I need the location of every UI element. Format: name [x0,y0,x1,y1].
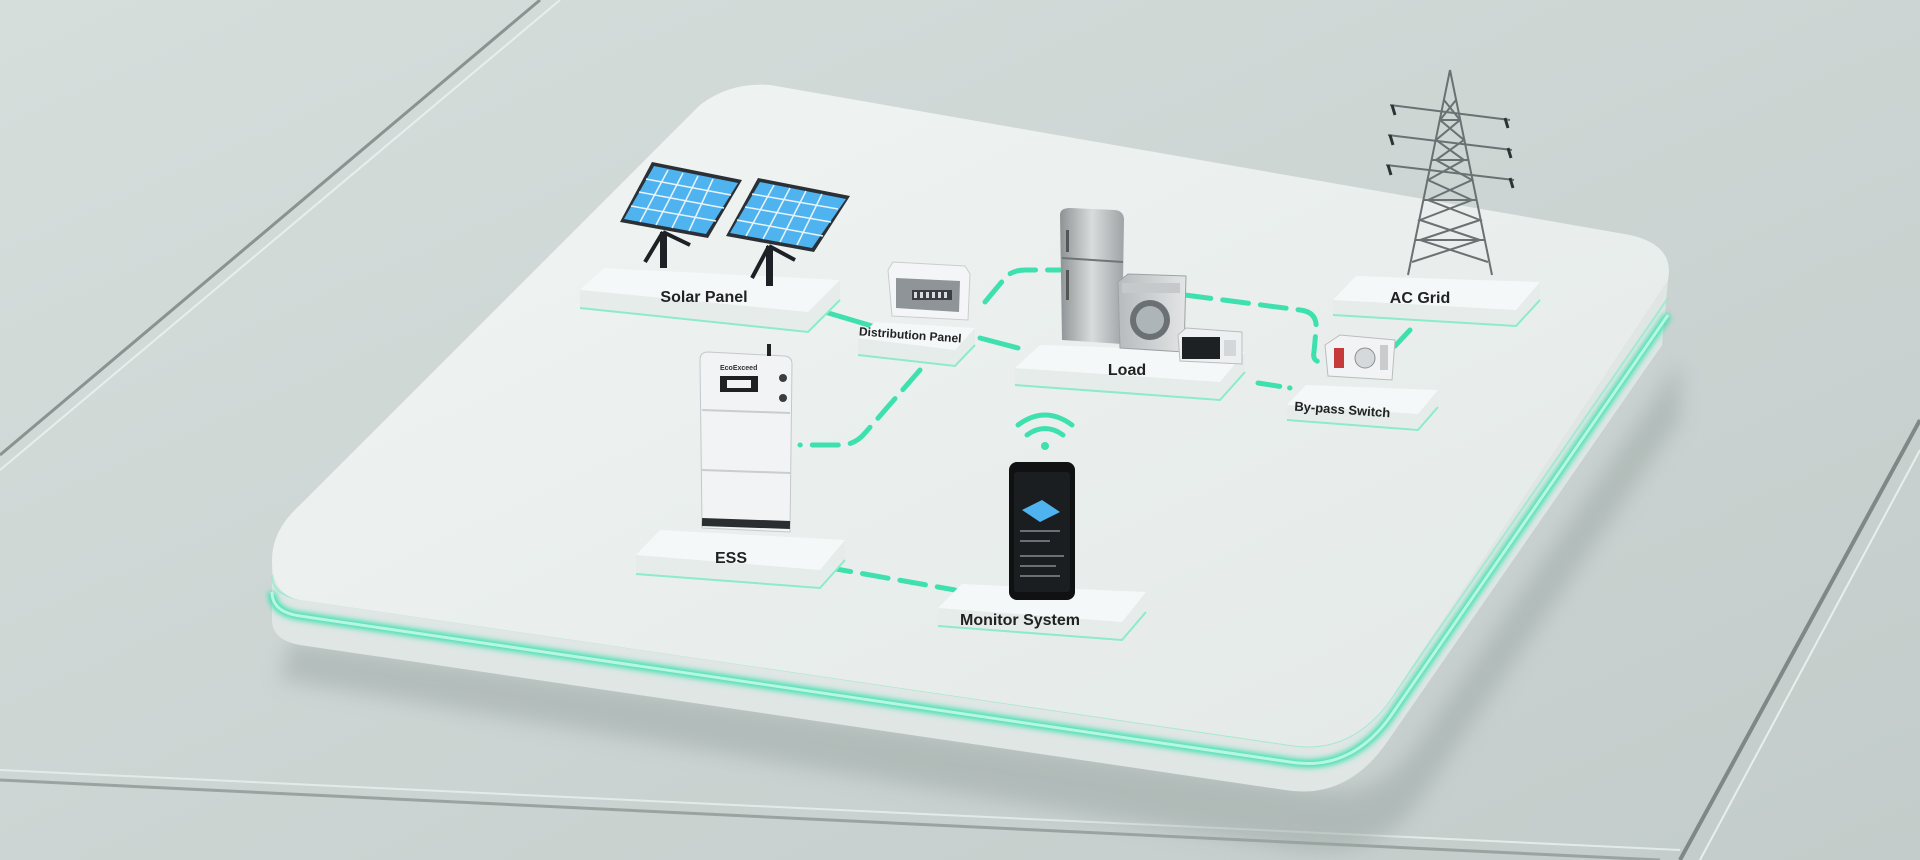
connection-grid-bypass [1392,327,1413,349]
connection-load-bypass-upper [1182,292,1333,365]
microwave-icon [1177,327,1243,365]
ac-grid-node [1332,276,1541,328]
load-appliances [1060,208,1243,365]
ess-cabinet-icon: EcoExceed [699,344,793,533]
floor-seam [1699,449,1920,860]
solar-panel-label: Solar Panel [660,289,747,306]
connection-distribution-load-dashed [982,267,1063,305]
connection-distribution-load [977,335,1021,351]
ess-brand-text: EcoExceed [720,365,757,372]
smartphone-icon [1009,462,1075,600]
bypass-switch-label: By-pass Switch [1294,399,1391,421]
wifi-icon [1015,412,1075,450]
connection-distribution-ess [797,367,923,448]
ess-label: ESS [715,550,747,567]
platform-shadow [280,360,1680,852]
connection-ess-monitor [822,564,958,593]
bypass-switch-icon [1324,334,1396,381]
floor-seam [0,0,561,471]
solar-panel-icon [620,162,850,286]
ess-node [635,530,846,590]
load-label: Load [1108,362,1146,379]
solar-panel-node [579,268,841,334]
ac-grid-label: AC Grid [1390,290,1450,307]
distribution-panel-node [857,322,976,368]
connection-solar-distribution [822,309,875,329]
connections [797,267,1413,593]
power-tower-icon [1385,69,1515,276]
washing-machine-icon [1117,273,1187,353]
refrigerator-icon [1060,208,1124,344]
monitor-system-node [937,584,1147,642]
floor-seam [0,769,1681,851]
floor-seam [0,0,541,457]
floor-seam [1678,419,1920,860]
bypass-switch-node [1286,385,1439,432]
platform-glow-core [270,314,1670,766]
distribution-box-icon [887,261,971,321]
floor-seam [0,778,1661,860]
platform-top [272,84,1669,747]
connection-load-bypass-lower [1255,380,1293,391]
monitor-system-label: Monitor System [960,612,1080,629]
